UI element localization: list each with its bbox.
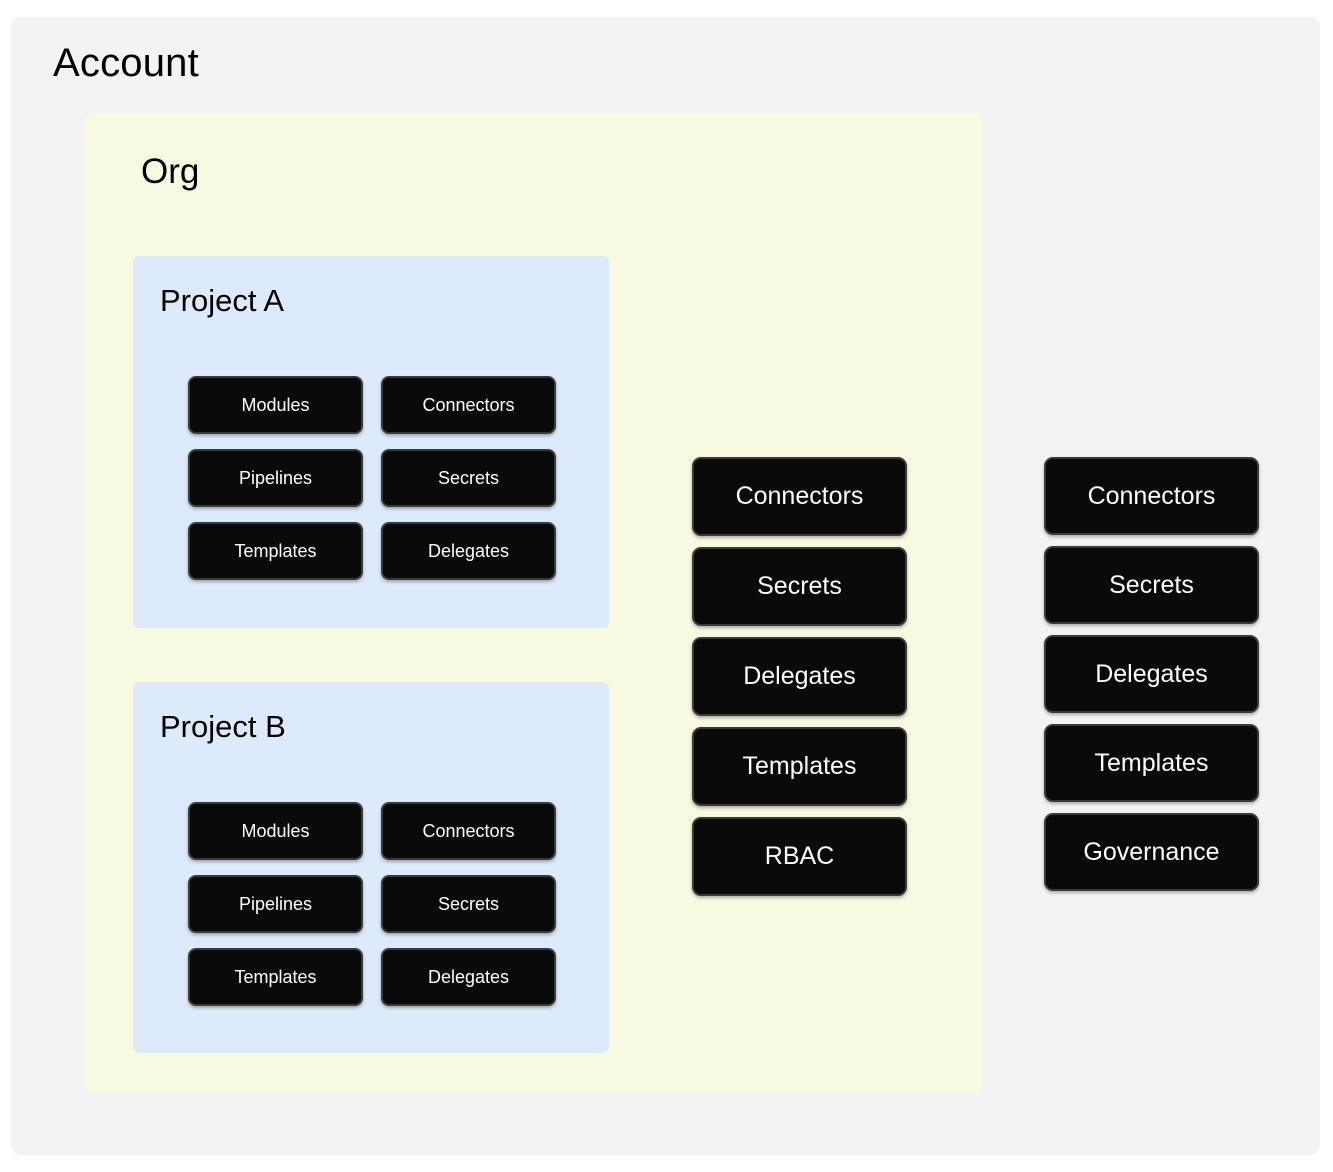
account-tile-connectors[interactable]: Connectors xyxy=(1044,457,1259,535)
account-tile-delegates[interactable]: Delegates xyxy=(1044,635,1259,713)
org-tile-rbac[interactable]: RBAC xyxy=(692,817,907,896)
project-b-tile-secrets[interactable]: Secrets xyxy=(381,875,556,933)
project-a-tile-secrets[interactable]: Secrets xyxy=(381,449,556,507)
project-a-tile-pipelines[interactable]: Pipelines xyxy=(188,449,363,507)
project-a-tile-modules[interactable]: Modules xyxy=(188,376,363,434)
org-tile-delegates[interactable]: Delegates xyxy=(692,637,907,716)
project-b-tile-templates[interactable]: Templates xyxy=(188,948,363,1006)
org-tile-secrets[interactable]: Secrets xyxy=(692,547,907,626)
account-level-tile-stack: Connectors Secrets Delegates Templates G… xyxy=(1044,457,1259,891)
project-a-tile-connectors[interactable]: Connectors xyxy=(381,376,556,434)
project-container-a: Project A Modules Connectors Pipelines S… xyxy=(133,256,609,628)
project-b-tile-connectors[interactable]: Connectors xyxy=(381,802,556,860)
project-a-tile-delegates[interactable]: Delegates xyxy=(381,522,556,580)
project-a-tile-grid: Modules Connectors Pipelines Secrets Tem… xyxy=(188,376,556,580)
account-tile-governance[interactable]: Governance xyxy=(1044,813,1259,891)
account-scope-container: Account Org Project A Modules Connectors… xyxy=(11,17,1320,1155)
org-level-tile-stack: Connectors Secrets Delegates Templates R… xyxy=(692,457,907,896)
project-b-tile-grid: Modules Connectors Pipelines Secrets Tem… xyxy=(188,802,556,1006)
project-a-tile-templates[interactable]: Templates xyxy=(188,522,363,580)
account-title: Account xyxy=(53,41,199,85)
account-tile-secrets[interactable]: Secrets xyxy=(1044,546,1259,624)
org-tile-templates[interactable]: Templates xyxy=(692,727,907,806)
project-container-b: Project B Modules Connectors Pipelines S… xyxy=(133,682,609,1053)
account-tile-templates[interactable]: Templates xyxy=(1044,724,1259,802)
project-b-tile-modules[interactable]: Modules xyxy=(188,802,363,860)
project-a-title: Project A xyxy=(160,283,285,318)
org-tile-connectors[interactable]: Connectors xyxy=(692,457,907,536)
project-b-tile-delegates[interactable]: Delegates xyxy=(381,948,556,1006)
project-b-tile-pipelines[interactable]: Pipelines xyxy=(188,875,363,933)
project-b-title: Project B xyxy=(160,709,286,744)
org-title: Org xyxy=(141,152,200,191)
